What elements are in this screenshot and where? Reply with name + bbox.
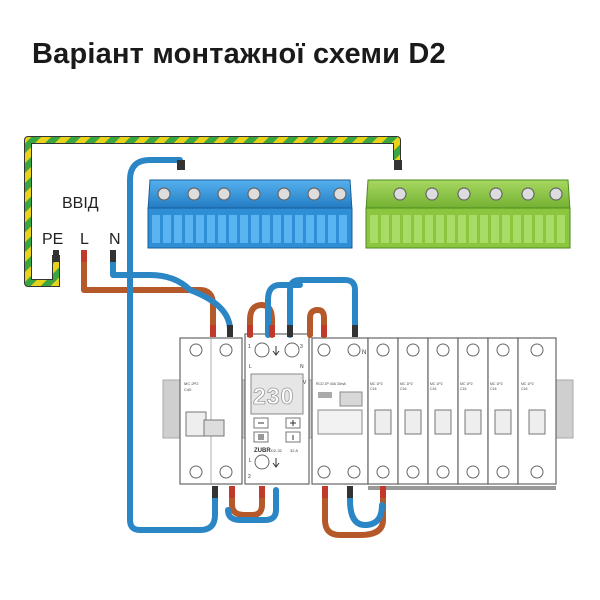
- relay-terminal-1: 1: [248, 344, 251, 350]
- neutral-bus-teeth: [152, 215, 347, 243]
- breaker-5: MC 1P2 C16: [487, 337, 519, 485]
- svg-text:MC 1P2: MC 1P2: [370, 382, 383, 386]
- input-pe-label: PE: [42, 231, 63, 248]
- breaker-1: MC 1P2 C16: [367, 337, 399, 485]
- rcd-line1: RCD 2P 40A 30mA: [316, 382, 347, 386]
- relay-display-panel: [250, 373, 304, 415]
- minus-icon[interactable]: [253, 417, 269, 429]
- arrow-down-icon: [272, 346, 280, 356]
- svg-text:C16: C16: [490, 387, 496, 391]
- svg-text:C16: C16: [460, 387, 466, 391]
- input-label: ВВІД: [62, 195, 99, 212]
- relay-l-top: L: [249, 364, 252, 370]
- comb-busbar: [368, 486, 556, 490]
- menu-icon[interactable]: [253, 431, 269, 443]
- breaker-4: MC 1P2 C16: [457, 337, 489, 485]
- svg-text:C16: C16: [521, 387, 527, 391]
- relay-unit: V: [303, 380, 307, 386]
- svg-text:MC 1P2: MC 1P2: [400, 382, 413, 386]
- rcd-n-label: N: [362, 350, 366, 356]
- page-title: Варіант монтажної схеми D2: [32, 38, 446, 70]
- breaker-2: MC 1P2 C16: [397, 337, 429, 485]
- ground-bus-teeth: [370, 215, 565, 243]
- ferrules: [53, 160, 402, 498]
- main-breaker: MC 2P2 C40: [179, 337, 243, 485]
- relay-l-bottom: L: [249, 458, 252, 464]
- input-l-label: L: [80, 231, 89, 248]
- svg-text:MC 1P2: MC 1P2: [521, 382, 534, 386]
- pe-wire: [24, 136, 401, 287]
- svg-text:MC 1P2: MC 1P2: [460, 382, 473, 386]
- neutral-wires: [110, 157, 385, 533]
- relay-brand: ZUBR: [254, 448, 271, 454]
- neutral-bus: [147, 179, 353, 249]
- voltage-relay: 1 3 2 L N L 230 V ZUBR D2-32: [244, 333, 310, 485]
- plus-icon[interactable]: [285, 417, 301, 429]
- main-breaker-line2: C40: [184, 387, 192, 392]
- relay-terminal-3: 3: [300, 344, 303, 350]
- relay-rating: 32 A: [290, 448, 298, 453]
- svg-text:MC 1P2: MC 1P2: [430, 382, 443, 386]
- neutral-bus-screws: [157, 187, 347, 201]
- rcd: N RCD 2P 40A 30mA: [311, 337, 369, 485]
- svg-text:C16: C16: [370, 387, 376, 391]
- main-breaker-line1: MC 2P2: [184, 381, 199, 386]
- svg-text:MC 1P2: MC 1P2: [490, 382, 503, 386]
- breaker-3: MC 1P2 C16: [427, 337, 459, 485]
- arrow-down-icon: [272, 458, 280, 468]
- svg-text:C16: C16: [400, 387, 406, 391]
- relay-display: 230: [253, 383, 294, 409]
- ground-bus-screws: [393, 187, 563, 201]
- svg-text:C16: C16: [430, 387, 436, 391]
- group-breakers: MC 1P2 C16 MC 1P2 C16 MC 1P2 C16 MC 1P2 …: [367, 337, 557, 490]
- breaker-6: MC 1P2 C16: [517, 337, 557, 485]
- info-icon[interactable]: [285, 431, 301, 443]
- relay-n-top: N: [300, 364, 304, 370]
- relay-model: D2-32: [271, 448, 283, 453]
- relay-terminal-2: 2: [248, 474, 251, 480]
- input-n-label: N: [109, 231, 121, 248]
- ground-bus: [365, 179, 571, 249]
